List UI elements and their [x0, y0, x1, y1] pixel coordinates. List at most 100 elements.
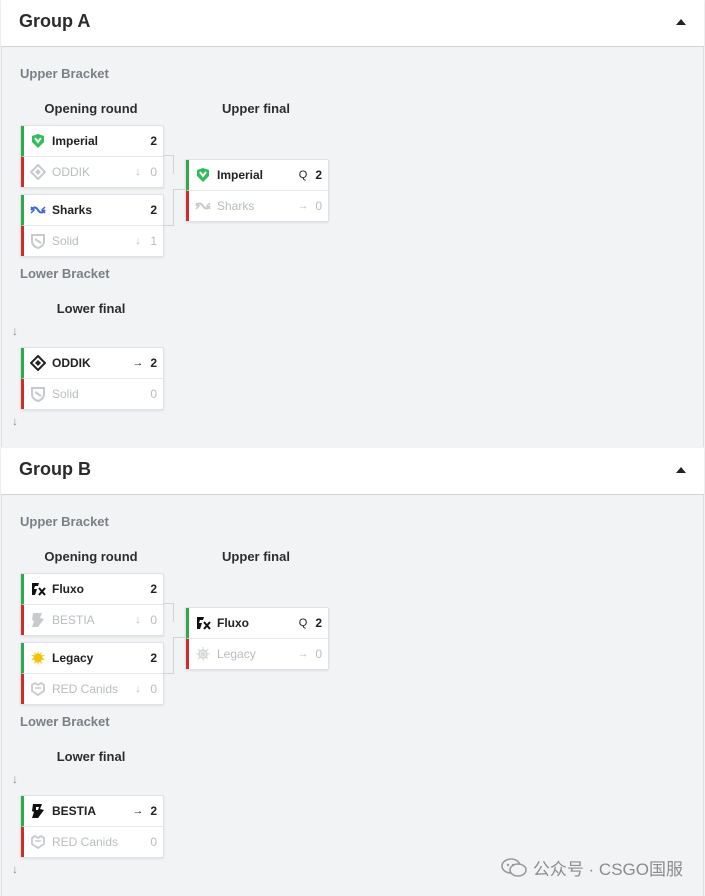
team-row[interactable]: Legacy 2: [21, 643, 163, 674]
team-name: ODDIK: [52, 356, 91, 370]
team-row[interactable]: Legacy → 0: [186, 639, 328, 669]
oddik-logo-icon: [30, 164, 46, 180]
team-row[interactable]: ODDIK → 2: [21, 348, 163, 379]
bracket-connector: [163, 155, 174, 174]
team-name: Sharks: [217, 199, 255, 213]
group-a-body: Upper Bracket Opening round Upper final …: [1, 47, 704, 447]
lower-final-label: Lower final: [56, 301, 126, 316]
fluxo-logo-icon: [30, 581, 46, 597]
team-name: RED Canids: [52, 835, 119, 849]
team-score: 2: [150, 804, 157, 818]
red-canids-logo-icon: [30, 834, 46, 850]
result-mark: ↓: [135, 166, 141, 178]
team-row[interactable]: Solid 0: [21, 379, 163, 409]
team-name: Imperial: [52, 134, 99, 148]
team-name: Fluxo: [217, 616, 249, 630]
team-name: Fluxo: [52, 582, 84, 596]
team-score: 2: [150, 582, 157, 596]
team-name: RED Canids: [52, 682, 119, 696]
fluxo-logo-icon: [195, 615, 211, 631]
group-b: Group B Upper Bracket Opening round Uppe…: [0, 448, 705, 896]
bracket-connector: [173, 189, 185, 190]
match-upper-final[interactable]: Imperial Q 2 Sharks → 0: [185, 159, 329, 222]
upper-final-label: Upper final: [222, 101, 290, 116]
upper-bracket-label: Upper Bracket: [20, 514, 109, 529]
match-lower-final[interactable]: BESTIA → 2 RED Canids 0: [20, 795, 164, 858]
result-mark: →: [297, 200, 309, 212]
team-row[interactable]: BESTIA ↓ 0: [21, 605, 163, 635]
bestia-logo-icon: [30, 612, 46, 628]
collapse-caret-up-icon[interactable]: [676, 19, 686, 25]
bracket-connector: [163, 189, 174, 226]
match-lower-final[interactable]: ODDIK → 2 Solid 0: [20, 347, 164, 410]
result-mark: ↓: [135, 614, 141, 626]
group-title: Group B: [19, 459, 91, 479]
team-row[interactable]: Sharks 2: [21, 195, 163, 226]
result-mark: ↓: [135, 235, 141, 247]
watermark: 公众号 · CSGO国服: [501, 855, 683, 880]
group-a: Group A Upper Bracket Opening round Uppe…: [1, 0, 704, 447]
team-name: Solid: [52, 387, 79, 401]
qualified-mark: Q: [298, 169, 308, 181]
opening-round-label: Opening round: [44, 549, 138, 564]
team-row[interactable]: Solid ↓ 1: [21, 226, 163, 256]
down-arrow-icon: ↓: [12, 862, 18, 876]
imperial-logo-icon: [30, 133, 46, 149]
wechat-icon: [501, 857, 527, 878]
team-row[interactable]: Imperial Q 2: [186, 160, 328, 191]
group-b-body: Upper Bracket Opening round Upper final …: [1, 495, 704, 896]
match-upper-final[interactable]: Fluxo Q 2 Legacy → 0: [185, 607, 329, 670]
result-mark: →: [297, 648, 309, 660]
sharks-logo-icon: [195, 198, 211, 214]
result-mark: ↓: [135, 683, 141, 695]
imperial-logo-icon: [195, 167, 211, 183]
down-arrow-icon: ↓: [12, 772, 18, 786]
team-score: 2: [315, 616, 322, 630]
group-title: Group A: [19, 11, 91, 31]
opening-round-label: Opening round: [44, 101, 138, 116]
team-row[interactable]: Imperial 2: [21, 126, 163, 157]
sharks-logo-icon: [30, 202, 46, 218]
lower-final-label: Lower final: [56, 749, 126, 764]
solid-logo-icon: [30, 386, 46, 402]
upper-final-label: Upper final: [222, 549, 290, 564]
bracket-connector: [173, 637, 185, 638]
team-name: Legacy: [217, 647, 256, 661]
solid-logo-icon: [30, 233, 46, 249]
result-mark: →: [132, 805, 144, 817]
lower-bracket-label: Lower Bracket: [20, 266, 110, 281]
bestia-logo-icon: [30, 803, 46, 819]
collapse-caret-up-icon[interactable]: [676, 467, 686, 473]
team-score: 0: [315, 199, 322, 213]
match-opening-2[interactable]: Legacy 2 RED Canids ↓ 0: [20, 642, 164, 705]
match-opening-1[interactable]: Fluxo 2 BESTIA ↓ 0: [20, 573, 164, 636]
team-row[interactable]: RED Canids 0: [21, 827, 163, 857]
team-name: Legacy: [52, 651, 94, 665]
match-opening-1[interactable]: Imperial 2 ODDIK ↓ 0: [20, 125, 164, 188]
team-row[interactable]: Fluxo 2: [21, 574, 163, 605]
team-name: Sharks: [52, 203, 93, 217]
team-score: 0: [150, 682, 157, 696]
group-a-header[interactable]: Group A: [1, 0, 704, 47]
team-score: 2: [150, 356, 157, 370]
down-arrow-icon: ↓: [12, 324, 18, 338]
team-score: 0: [150, 165, 157, 179]
match-opening-2[interactable]: Sharks 2 Solid ↓ 1: [20, 194, 164, 257]
team-score: 0: [315, 647, 322, 661]
team-row[interactable]: BESTIA → 2: [21, 796, 163, 827]
team-name: Solid: [52, 234, 79, 248]
team-row[interactable]: RED Canids ↓ 0: [21, 674, 163, 704]
group-b-header[interactable]: Group B: [1, 448, 704, 495]
team-score: 0: [150, 387, 157, 401]
bracket-connector: [163, 603, 174, 622]
team-row[interactable]: Fluxo Q 2: [186, 608, 328, 639]
oddik-logo-icon: [30, 355, 46, 371]
team-name: BESTIA: [52, 804, 97, 818]
result-mark: →: [132, 357, 144, 369]
team-row[interactable]: Sharks → 0: [186, 191, 328, 221]
team-score: 2: [150, 134, 157, 148]
legacy-logo-icon: [195, 646, 211, 662]
lower-bracket-label: Lower Bracket: [20, 714, 110, 729]
team-score: 2: [315, 168, 322, 182]
team-row[interactable]: ODDIK ↓ 0: [21, 157, 163, 187]
